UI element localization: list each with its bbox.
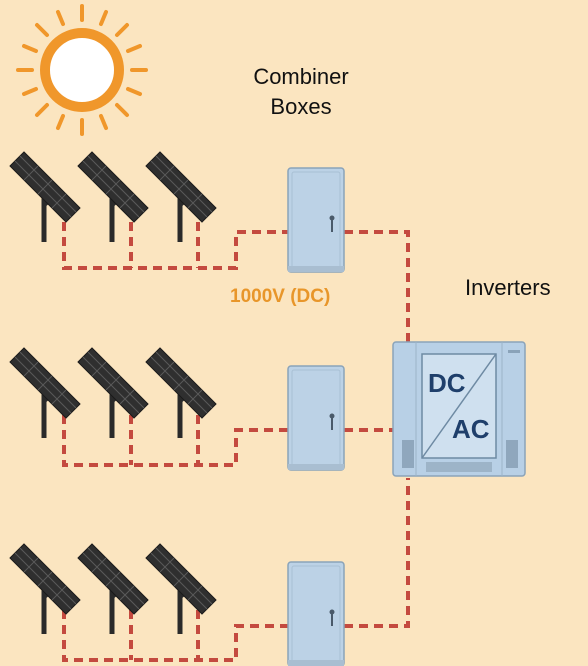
solar-array-row-3 <box>10 544 216 634</box>
voltage-label: 1000V (DC) <box>230 286 331 307</box>
combiner-label-line-2: Boxes <box>270 94 332 119</box>
inverter-icon: DC AC <box>392 341 526 477</box>
combiner-box-icon <box>287 365 345 471</box>
combiner-label-line-1: Combiner <box>253 64 349 89</box>
solar-panel-icon <box>10 152 80 242</box>
solar-panel-icon <box>10 544 80 634</box>
combiner-boxes-label: Combiner Boxes <box>236 62 366 122</box>
inverter-dc-label: DC <box>428 368 466 398</box>
solar-panel-icon <box>146 152 216 242</box>
solar-panel-icon <box>146 544 216 634</box>
solar-panel-icon <box>10 348 80 438</box>
solar-array-row-2 <box>10 348 216 438</box>
combiner-box-icon <box>287 561 345 666</box>
inverters-label: Inverters <box>465 275 551 300</box>
solar-panel-icon <box>78 348 148 438</box>
solar-array-row-1 <box>10 152 216 242</box>
solar-panel-icon <box>146 348 216 438</box>
sun-icon <box>16 4 148 136</box>
solar-panel-icon <box>78 544 148 634</box>
combiner-box-icon <box>287 167 345 273</box>
solar-panel-icon <box>78 152 148 242</box>
inverter-ac-label: AC <box>452 414 490 444</box>
dc-wiring <box>62 222 410 662</box>
